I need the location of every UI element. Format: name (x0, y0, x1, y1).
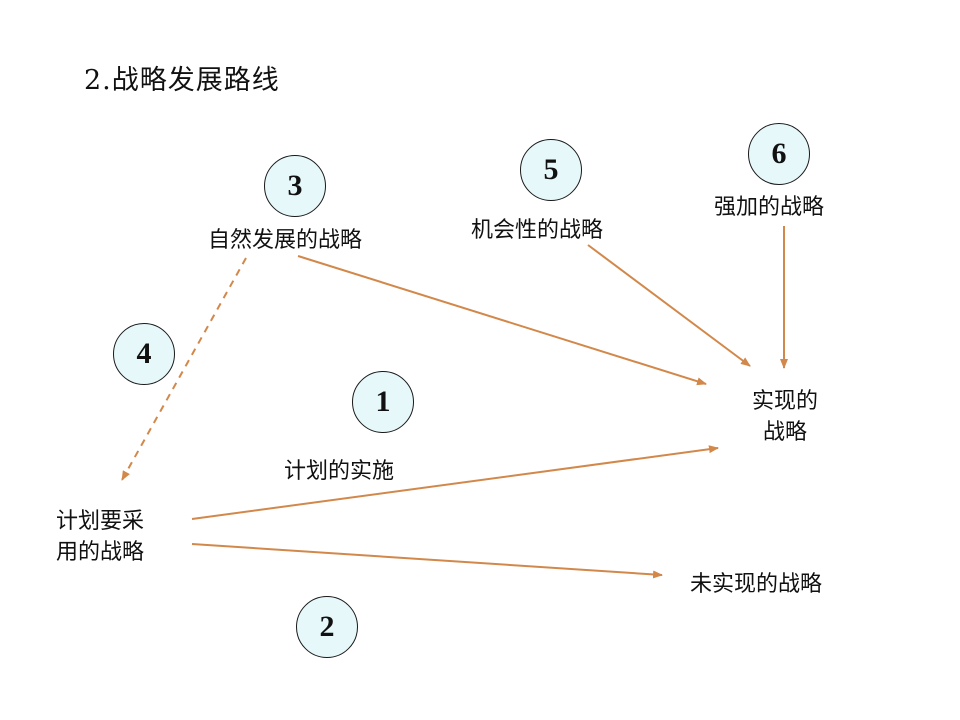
arrow-emergent-to-intended-dashed (121, 257, 247, 481)
slide-title: 2.战略发展路线 (84, 65, 280, 96)
badge-2: 2 (296, 596, 358, 658)
label-realized-strategy: 实现的 战略 (752, 386, 818, 448)
badge-6: 6 (748, 123, 810, 185)
label-opportunistic-strategy: 机会性的战略 (471, 218, 604, 243)
badge-1: 1 (352, 371, 414, 433)
badge-5: 5 (520, 139, 582, 201)
label-intended-line-2: 用的战略 (56, 540, 145, 565)
arrow-opportunistic-to-realized (587, 244, 751, 367)
label-imposed-strategy: 强加的战略 (714, 195, 825, 220)
arrow-intended-to-realized (191, 445, 719, 520)
arrow-emergent-to-realized (297, 255, 707, 386)
badge-4: 4 (113, 323, 175, 385)
badge-3: 3 (264, 155, 326, 217)
arrow-intended-to-unrealized (191, 543, 663, 579)
label-intended-line-1: 计划要采 (56, 509, 145, 534)
label-realized-line-2: 战略 (763, 420, 808, 445)
label-realized-line-1: 实现的 (752, 389, 819, 414)
label-unrealized-strategy: 未实现的战略 (690, 572, 823, 597)
label-emergent-strategy: 自然发展的战略 (208, 228, 363, 253)
label-intended-strategy: 计划要采 用的战略 (56, 506, 144, 568)
label-plan-implementation: 计划的实施 (284, 459, 395, 484)
